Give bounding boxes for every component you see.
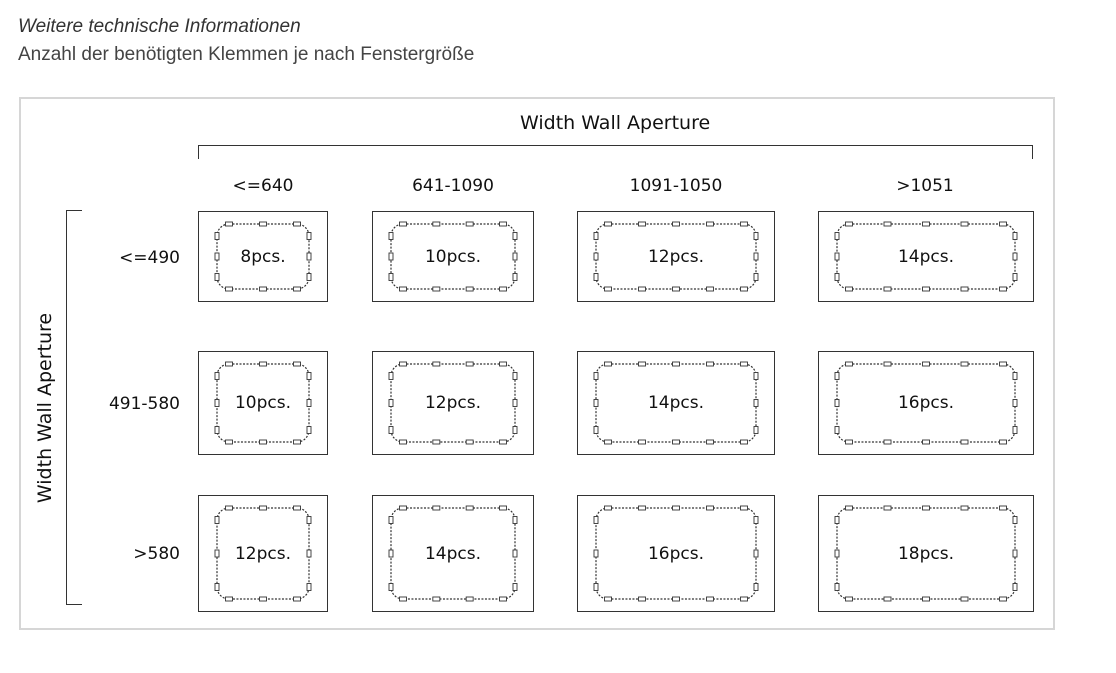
grid-cell: 16pcs.	[577, 495, 775, 612]
row-axis-title: Width Wall Aperture	[34, 312, 56, 504]
row-label: >580	[133, 544, 180, 564]
window-outline-icon	[593, 361, 759, 445]
window-outline-icon	[388, 221, 518, 292]
clip-count-label: 16pcs.	[647, 543, 705, 564]
grid-cell: 14pcs.	[372, 495, 534, 612]
grid-cell: 10pcs.	[198, 351, 328, 455]
clip-count-label: 14pcs.	[424, 543, 482, 564]
window-outline-icon	[388, 361, 518, 445]
page-title: Weitere technische Informationen	[18, 16, 301, 37]
grid-cell: 12pcs.	[577, 211, 775, 302]
window-outline-icon	[214, 361, 312, 445]
clip-count-label: 8pcs.	[240, 246, 286, 267]
window-outline-icon	[214, 505, 312, 602]
grid-cell: 8pcs.	[198, 211, 328, 302]
clip-count-label: 12pcs.	[234, 543, 292, 564]
grid-cell: 12pcs.	[372, 351, 534, 455]
grid-cell: 10pcs.	[372, 211, 534, 302]
column-label: 1091-1050	[629, 176, 723, 196]
grid-cell: 14pcs.	[577, 351, 775, 455]
column-axis-bracket	[198, 145, 1033, 159]
window-outline-icon	[593, 505, 759, 602]
clip-count-label: 12pcs.	[424, 393, 482, 413]
diagram-frame	[19, 97, 1055, 630]
grid-cell: 14pcs.	[818, 211, 1034, 302]
clip-count-label: 10pcs.	[424, 246, 482, 267]
grid-cell: 18pcs.	[818, 495, 1034, 612]
window-outline-icon	[834, 221, 1018, 292]
grid-cell: 16pcs.	[818, 351, 1034, 455]
clip-count-label: 14pcs.	[647, 393, 705, 413]
clip-count-label: 14pcs.	[897, 246, 955, 267]
window-outline-icon	[214, 221, 312, 292]
row-axis-bracket	[66, 210, 82, 605]
grid-cell: 12pcs.	[198, 495, 328, 612]
row-label: 491-580	[108, 394, 180, 414]
column-label: <=640	[232, 176, 294, 196]
clip-count-label: 16pcs.	[897, 393, 955, 413]
page-subtitle: Anzahl der benötigten Klemmen je nach Fe…	[18, 44, 475, 65]
clip-count-label: 12pcs.	[647, 246, 705, 267]
clip-count-label: 10pcs.	[234, 393, 292, 413]
window-outline-icon	[834, 361, 1018, 445]
window-outline-icon	[593, 221, 759, 292]
row-label: <=490	[119, 248, 180, 268]
column-axis-title: Width Wall Aperture	[520, 112, 711, 134]
column-label: >1051	[896, 176, 954, 196]
window-outline-icon	[834, 505, 1018, 602]
column-label: 641-1090	[412, 176, 494, 196]
window-outline-icon	[388, 505, 518, 602]
clip-count-label: 18pcs.	[897, 543, 955, 564]
